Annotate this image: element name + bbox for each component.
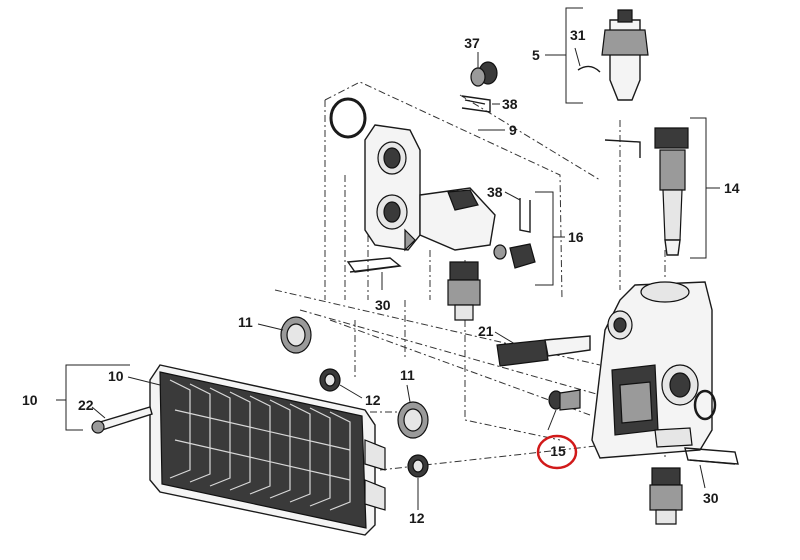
heat-exchanger: [149, 364, 386, 536]
o-rings-12: [319, 368, 429, 478]
callout-10-top: 10: [108, 368, 124, 384]
leader-lines: [56, 47, 720, 510]
plug-37: [470, 61, 498, 87]
callout-21: 21: [478, 323, 494, 339]
clip-30-right: [684, 447, 739, 465]
callout-labels: 37 38 9 5 31 14 38 16 30 21 11 10 10 22 …: [22, 27, 740, 526]
clip-38-top: [461, 95, 491, 113]
upper-manifold: [364, 124, 496, 252]
screw-22: [91, 406, 153, 434]
sensor-21: [496, 335, 591, 367]
callout-38-mid: 38: [487, 184, 503, 200]
large-o-ring: [329, 97, 367, 139]
clip-38-mid: [519, 198, 531, 233]
callout-37: 37: [464, 35, 480, 51]
callout-14: 14: [724, 180, 740, 196]
valve-15: [548, 389, 581, 411]
fitting-mid: [447, 261, 481, 321]
callout-9: 9: [509, 122, 517, 138]
highlight-ring: [536, 434, 578, 470]
clip-30-left: [346, 257, 402, 273]
sensor-16: [493, 243, 536, 269]
callout-10-left: 10: [22, 392, 38, 408]
lower-hydraulic-block: [591, 281, 717, 459]
callout-38-top: 38: [502, 96, 518, 112]
callout-5: 5: [532, 47, 540, 63]
cartridge-14: [604, 127, 689, 256]
callout-12-top: 12: [365, 392, 381, 408]
callout-31: 31: [570, 27, 586, 43]
fitting-bottom: [649, 467, 683, 525]
o-rings-11: [280, 316, 429, 439]
callout-12-bottom: 12: [409, 510, 425, 526]
callout-11-left: 11: [238, 314, 253, 330]
callout-22: 22: [78, 397, 94, 413]
callout-16: 16: [568, 229, 584, 245]
valve-5: [577, 9, 649, 101]
callout-30-left: 30: [375, 297, 391, 313]
callout-15: 15: [550, 443, 566, 459]
callout-30-right: 30: [703, 490, 719, 506]
callout-11-right: 11: [400, 367, 415, 383]
